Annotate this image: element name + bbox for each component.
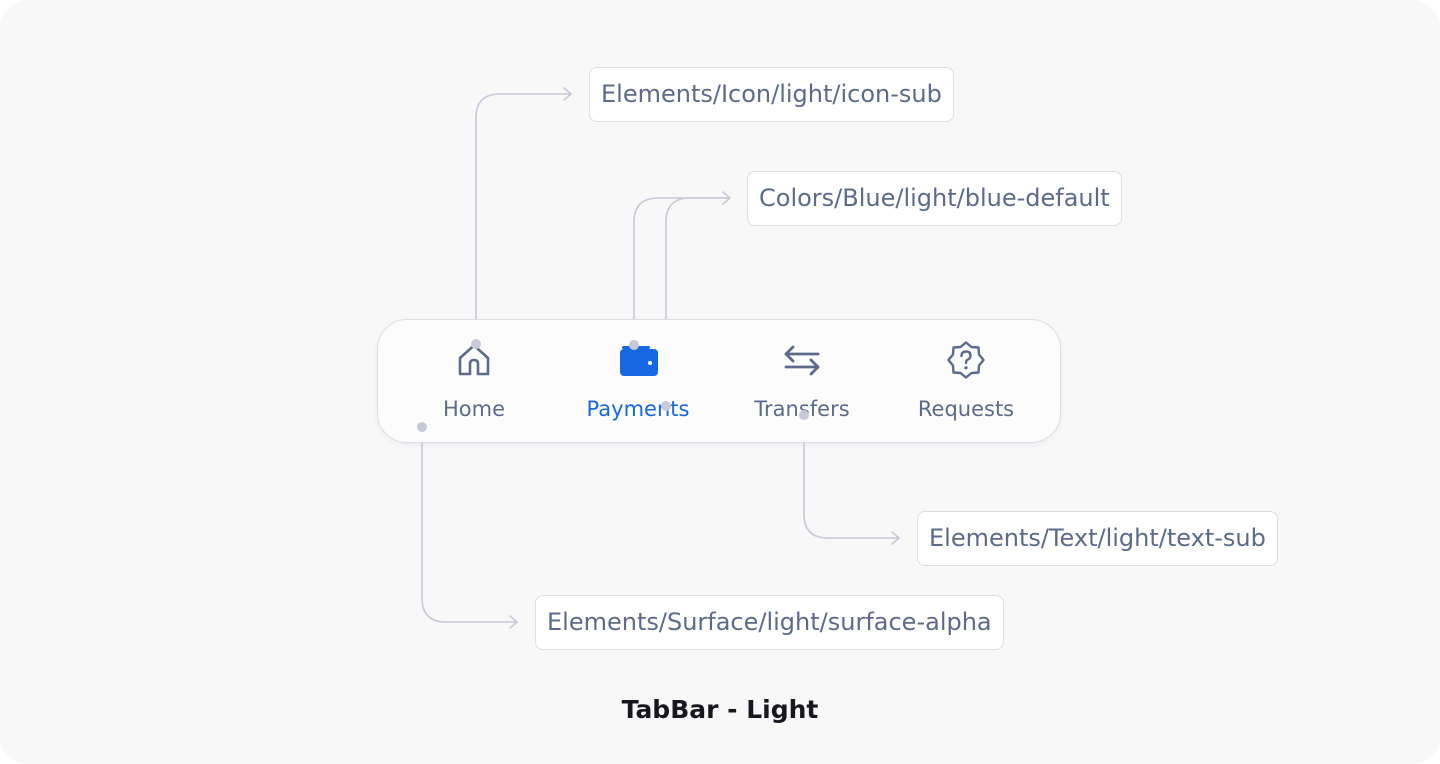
token-label-icon-sub: Elements/Icon/light/icon-sub bbox=[589, 67, 954, 122]
tab-label-transfers: Transfers bbox=[754, 397, 850, 421]
tab-label-home: Home bbox=[442, 397, 505, 421]
tab-transfers[interactable]: Transfers bbox=[720, 320, 884, 444]
diagram-caption: TabBar - Light bbox=[621, 695, 819, 724]
tab-label-payments: Payments bbox=[586, 397, 690, 421]
token-label-surface-alpha: Elements/Surface/light/surface-alpha bbox=[535, 595, 1004, 650]
transfer-arrows-icon bbox=[782, 340, 822, 380]
token-label-text-sub: Elements/Text/light/text-sub bbox=[917, 511, 1278, 566]
tab-requests[interactable]: Requests bbox=[884, 320, 1048, 444]
token-label-blue-default: Colors/Blue/light/blue-default bbox=[747, 171, 1122, 226]
tab-home[interactable]: Home bbox=[392, 320, 556, 444]
tab-bar: Home Payments bbox=[377, 319, 1061, 443]
tab-payments[interactable]: Payments bbox=[556, 320, 720, 444]
question-badge-icon bbox=[946, 340, 986, 380]
home-icon bbox=[454, 340, 494, 380]
connector-icon-sub bbox=[475, 93, 571, 345]
connector-surface-alpha bbox=[421, 426, 517, 623]
wallet-icon bbox=[618, 340, 658, 380]
tab-label-requests: Requests bbox=[917, 397, 1015, 421]
